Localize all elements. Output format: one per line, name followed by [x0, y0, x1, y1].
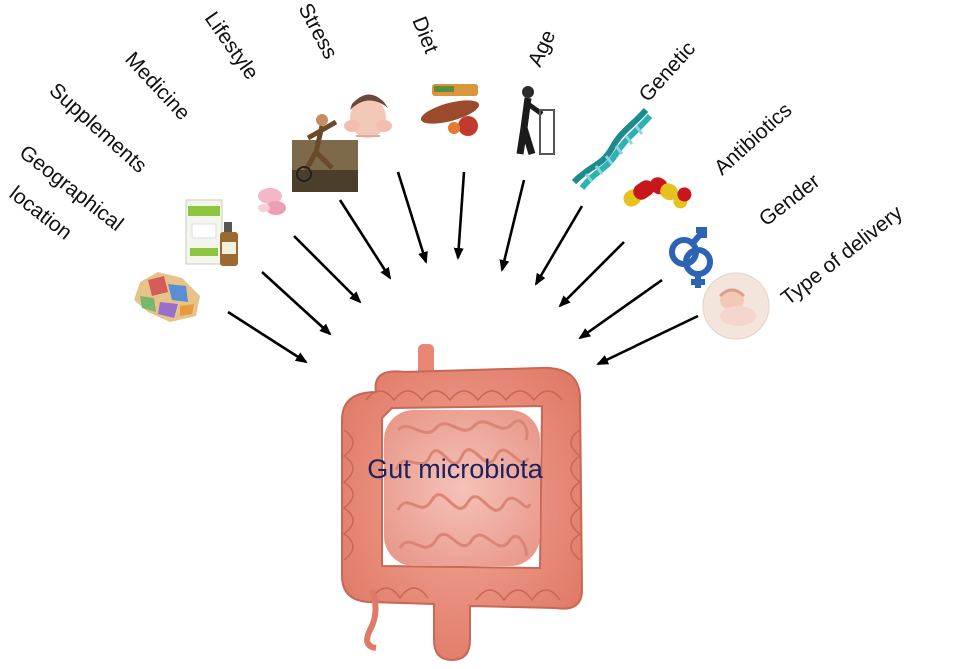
arrow-type-of-delivery: [596, 314, 699, 366]
map-icon: [134, 272, 200, 322]
arrow-medicine: [293, 235, 362, 304]
pill-icon: [258, 188, 286, 215]
label-age: Age: [524, 27, 561, 71]
elderly-walker-icon: [516, 86, 555, 156]
arrow-diet: [453, 171, 466, 260]
arrow-genetic: [534, 205, 584, 286]
arrow-geographical: [227, 310, 308, 364]
center-label: Gut microbiota: [367, 454, 544, 484]
food-icon: [420, 84, 480, 136]
arrow-lifestyle: [338, 199, 392, 280]
arrow-antibiotics: [558, 241, 625, 308]
supplement-bottles-icon: [185, 199, 238, 266]
stressed-person-icon: [344, 94, 392, 138]
intestines-illustration: [341, 344, 584, 662]
label-type-of-delivery: Type of delivery: [777, 201, 907, 310]
arrow-stress: [396, 171, 428, 264]
large-intestine: [341, 366, 584, 662]
label-genetic: Genetic: [635, 37, 701, 106]
gender-symbols-icon: [669, 227, 713, 288]
arrows: [227, 171, 699, 366]
label-antibiotics: Antibiotics: [710, 99, 797, 180]
colon-texture: [342, 390, 582, 602]
small-intestine-coils: [394, 419, 532, 557]
factor-labels: Geographical location Supplements Medici…: [5, 0, 907, 310]
athlete-icon: [292, 114, 358, 192]
arrow-supplements: [261, 271, 332, 336]
capsules-icon: [623, 177, 692, 209]
newborn-icon: [702, 272, 770, 340]
label-stress: Stress: [294, 0, 342, 63]
arrow-gender: [578, 278, 663, 340]
label-medicine: Medicine: [120, 48, 194, 125]
label-diet: Diet: [407, 13, 442, 56]
appendix: [364, 588, 379, 651]
label-lifestyle: Lifestyle: [200, 8, 263, 84]
dna-icon: [571, 108, 653, 190]
label-gender: Gender: [755, 170, 824, 231]
arrow-age: [499, 179, 526, 272]
label-supplements: Supplements: [45, 79, 151, 178]
